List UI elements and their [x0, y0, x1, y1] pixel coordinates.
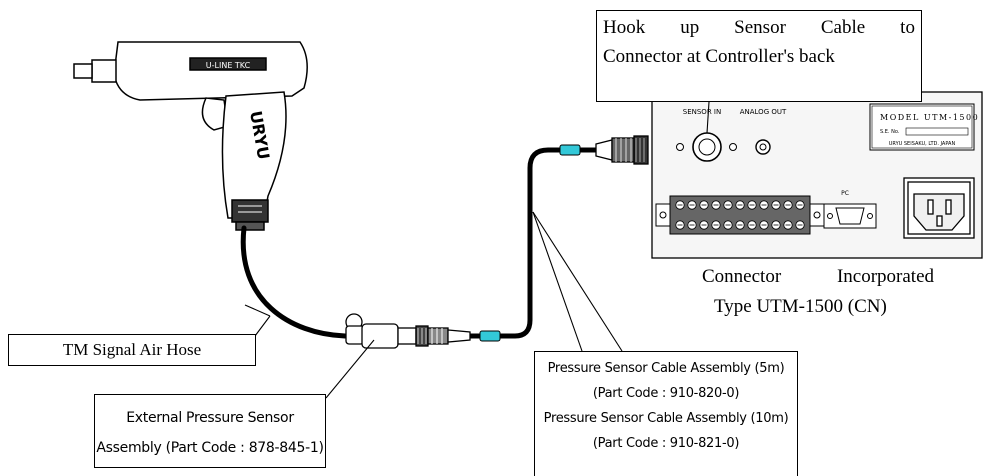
cable-assembly-callout: Pressure Sensor Cable Assembly (5m) (Par… — [534, 351, 798, 476]
external-sensor-line-2: Assembly (Part Code : 878-845-1) — [96, 440, 324, 456]
cable-assembly-line-4: (Part Code : 910-821-0) — [592, 436, 740, 451]
controller-caption-word-2: Incorporated — [836, 266, 934, 287]
cable-assembly-line-1: Pressure Sensor Cable Assembly (5m) — [547, 361, 785, 376]
leader-cable-1 — [532, 211, 583, 352]
hook-up-word-1: Hook — [603, 17, 646, 38]
tool-body-label: U-LINE TKC — [206, 61, 251, 70]
hook-up-line-2: Connector at Controller's back — [603, 46, 835, 67]
cable-assembly-line-3: Pressure Sensor Cable Assembly (10m) — [543, 411, 789, 426]
cable-marker-lower — [479, 330, 501, 342]
controller-caption-word-1: Connector — [702, 266, 782, 287]
hook-up-callout: Hook up Sensor Cable to Connector at Con… — [596, 10, 922, 102]
cable-marker-upper — [559, 144, 581, 156]
external-sensor-callout: External Pressure Sensor Assembly (Part … — [94, 394, 326, 468]
external-pressure-sensor — [345, 313, 471, 349]
pc-label: PC — [841, 190, 849, 197]
cable-assembly-line-2: (Part Code : 910-820-0) — [592, 386, 740, 401]
leader-hook-up — [706, 101, 710, 134]
leader-hose — [254, 315, 271, 337]
hook-up-word-4: Cable — [820, 17, 866, 38]
terminal-block — [655, 195, 825, 235]
external-sensor-line-1: External Pressure Sensor — [126, 410, 294, 426]
leader-external-sensor — [325, 339, 375, 399]
sensor-in-label: SENSOR IN — [683, 108, 721, 116]
pc-port — [823, 203, 877, 229]
analog-out-label: ANALOG OUT — [740, 108, 787, 116]
controller-rear-panel: SENSOR IN ANALOG OUT MODEL UTM-1500 S.E.… — [651, 91, 983, 259]
serial-label: S.E. No. — [880, 129, 900, 135]
controller-caption: Connector Incorporated Type UTM-1500 (CN… — [690, 262, 970, 322]
hook-up-word-2: up — [680, 17, 700, 38]
maker-label: URYU SEISAKU, LTD. JAPAN — [889, 141, 956, 147]
air-tool-illustration: U-LINE TKC URYU — [73, 41, 308, 231]
leader-cable-2 — [532, 211, 623, 352]
hose-label: TM Signal Air Hose — [62, 340, 202, 359]
hook-up-word-3: Sensor — [734, 17, 786, 38]
cable-connector — [595, 135, 649, 165]
sensor-cable — [470, 144, 596, 342]
hook-up-word-5: to — [900, 17, 915, 38]
model-label: MODEL UTM-1500 — [880, 113, 979, 122]
hose-callout: TM Signal Air Hose — [8, 334, 256, 366]
leader-lines — [244, 101, 710, 399]
power-inlet — [903, 177, 975, 239]
air-hose — [240, 225, 348, 339]
controller-caption-line-2: Type UTM-1500 (CN) — [714, 296, 887, 317]
